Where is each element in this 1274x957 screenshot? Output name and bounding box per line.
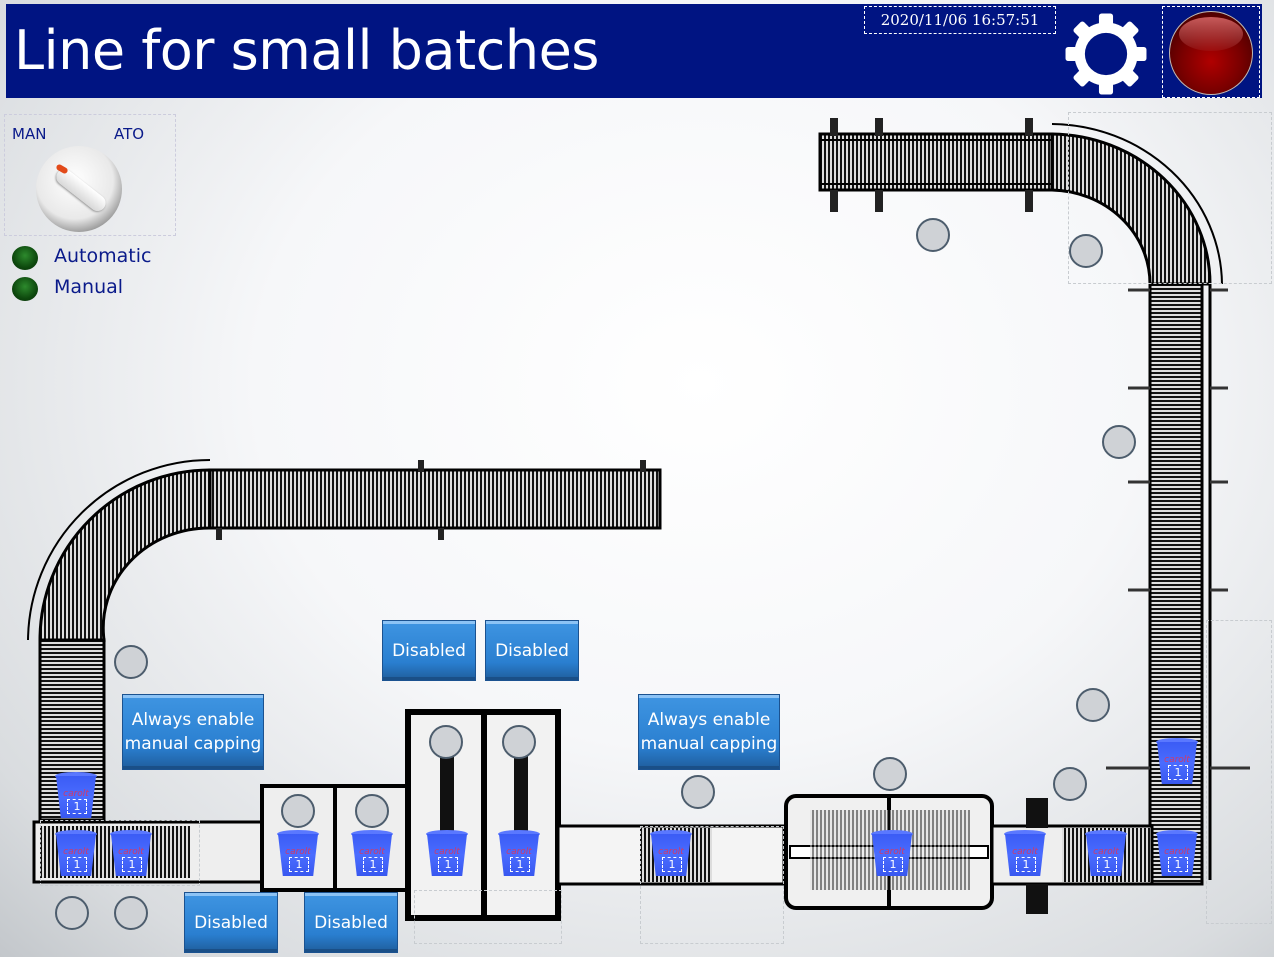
- sensor-indicator: [281, 794, 315, 828]
- sensor-indicator: [114, 896, 148, 930]
- zone-outline: [414, 890, 562, 944]
- zone-outline: [1206, 620, 1272, 924]
- sensor-indicator: [502, 725, 536, 759]
- disabled-button-station-2[interactable]: Disabled: [305, 893, 397, 952]
- zone-outline: [640, 826, 784, 944]
- sensor-indicator: [681, 775, 715, 809]
- automatic-indicator-icon: [12, 246, 38, 270]
- alarm-lamp-icon: [1169, 11, 1253, 95]
- sensor-indicator: [873, 757, 907, 791]
- conveyor-top-curve: [1050, 123, 1223, 286]
- alarm-lamp-frame[interactable]: [1162, 6, 1260, 98]
- sensor-indicator: [355, 794, 389, 828]
- sensor-indicator: [1102, 425, 1136, 459]
- disabled-button-station-1[interactable]: Disabled: [185, 893, 277, 952]
- always-enable-manual-capping-left-button[interactable]: Always enable manual capping: [123, 695, 263, 769]
- mode-selector-knob[interactable]: [36, 146, 122, 232]
- page-title: Line for small batches: [14, 19, 599, 82]
- datetime-display: 2020/11/06 16:57:51: [864, 6, 1056, 34]
- always-enable-manual-capping-right-button[interactable]: Always enable manual capping: [639, 695, 779, 769]
- sensor-indicator: [1076, 688, 1110, 722]
- conveyor-right-vertical: [1106, 282, 1250, 886]
- header-bar: Line for small batches 2020/11/06 16:57:…: [6, 4, 1262, 98]
- conveyor-left-curve: [27, 459, 212, 642]
- mode-label-man: MAN: [12, 125, 47, 143]
- sensor-indicator: [1069, 234, 1103, 268]
- knob-handle: [53, 165, 109, 215]
- zone-outline: [40, 820, 200, 886]
- conveyor-mid-straight: [208, 460, 662, 540]
- gear-icon[interactable]: [1062, 10, 1150, 98]
- sensor-indicator: [114, 645, 148, 679]
- mode-selector-frame: [4, 114, 176, 236]
- conveyor-top-straight: [818, 118, 1054, 212]
- zone-outline: [1068, 112, 1272, 284]
- sensor-indicator: [55, 896, 89, 930]
- manual-indicator-icon: [12, 277, 38, 301]
- sensor-indicator: [429, 725, 463, 759]
- automatic-label: Automatic: [54, 245, 152, 267]
- disabled-button-filler-2[interactable]: Disabled: [486, 621, 578, 680]
- sensor-indicator: [1053, 767, 1087, 801]
- disabled-button-filler-1[interactable]: Disabled: [383, 621, 475, 680]
- mode-label-ato: ATO: [114, 125, 145, 143]
- sensor-indicator: [916, 218, 950, 252]
- manual-label: Manual: [54, 276, 124, 298]
